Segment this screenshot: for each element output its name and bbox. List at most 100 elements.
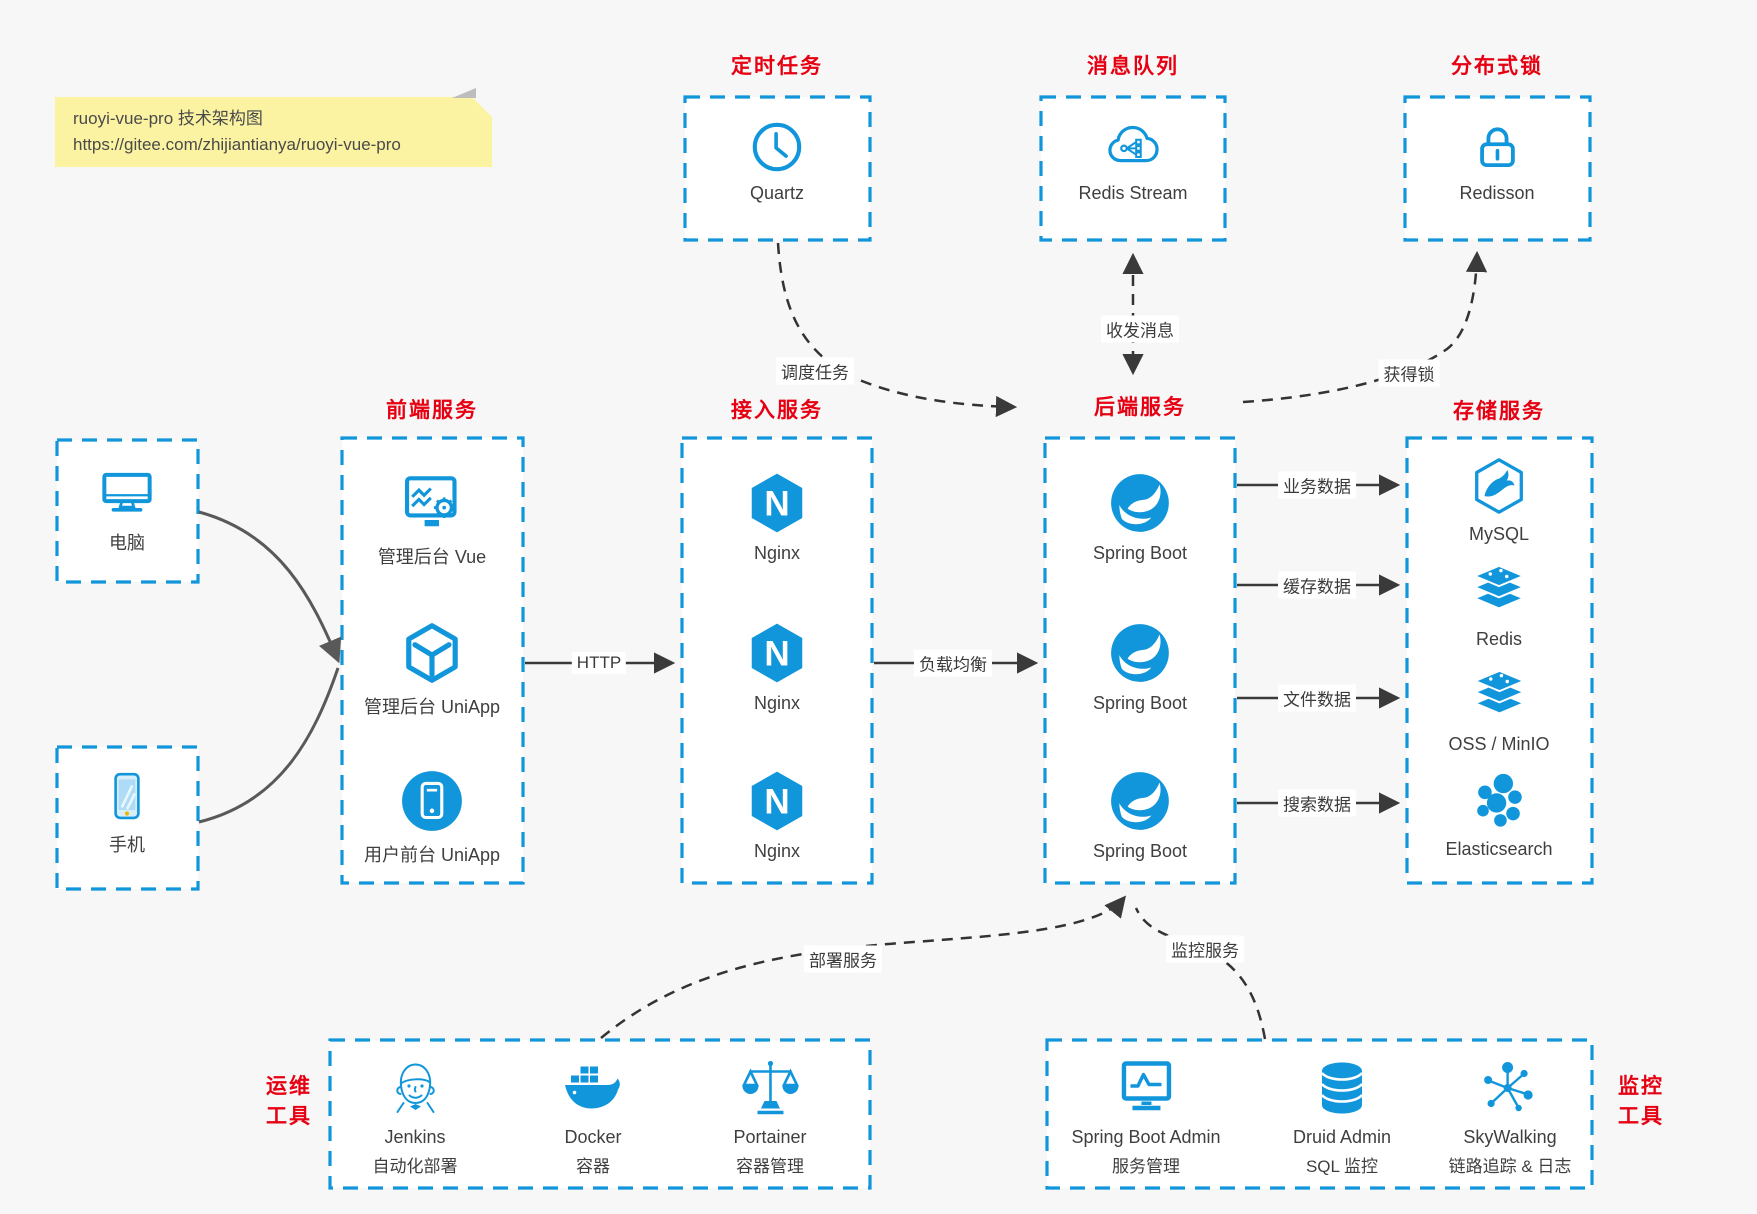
node-nginx-2: Nginx <box>744 620 810 714</box>
group-title-scheduled-task: 定时任务 <box>731 55 823 78</box>
jenkins-icon <box>383 1056 447 1120</box>
ops-title-line2: 工具 <box>266 1105 312 1128</box>
node-jenkins: Jenkins 自动化部署 <box>373 1056 458 1177</box>
node-docker: Docker 容器 <box>561 1056 625 1177</box>
node-pc: 电脑 <box>98 464 156 555</box>
node-label: Quartz <box>749 183 805 203</box>
node-label: Jenkins <box>384 1127 446 1147</box>
node-label: 管理后台 UniApp <box>363 697 501 717</box>
cloud-stream-icon <box>1104 118 1162 176</box>
node-redis-stream: Redis Stream <box>1078 118 1188 204</box>
node-sublabel: 容器管理 <box>735 1157 804 1176</box>
group-title-backend: 后端服务 <box>1094 396 1186 419</box>
node-admin-uniapp: 管理后台 UniApp <box>364 620 500 719</box>
spring-boot-icon <box>1107 470 1173 536</box>
node-spring-boot-admin: Spring Boot Admin 服务管理 <box>1071 1056 1221 1177</box>
portainer-icon <box>738 1056 802 1120</box>
sticky-note: ruoyi-vue-pro 技术架构图 https://gitee.com/zh… <box>55 97 492 167</box>
node-label: 管理后台 Vue <box>377 547 487 567</box>
node-sublabel: 自动化部署 <box>372 1157 458 1176</box>
node-redis: Redis <box>1468 560 1530 650</box>
node-label: SkyWalking <box>1463 1127 1557 1147</box>
edge-label-http: HTTP <box>571 652 627 674</box>
phone-circle-icon <box>399 768 465 834</box>
sticky-note-fold <box>452 88 476 98</box>
node-sublabel: SQL 监控 <box>1305 1157 1379 1176</box>
redis-icon <box>1468 560 1530 622</box>
nginx-icon <box>744 768 810 834</box>
node-admin-vue: 管理后台 Vue <box>378 470 486 569</box>
edge-label-search-data: 搜索数据 <box>1278 789 1356 817</box>
node-portainer: Portainer 容器管理 <box>733 1056 807 1177</box>
mobile-icon <box>99 768 155 824</box>
message-queue-box <box>1039 95 1227 242</box>
elasticsearch-icon <box>1468 770 1530 832</box>
node-sublabel: 链路追踪 & 日志 <box>1448 1157 1572 1176</box>
monitor-title-line2: 工具 <box>1618 1105 1664 1128</box>
node-label: Druid Admin <box>1292 1127 1392 1147</box>
node-sublabel: 容器 <box>576 1157 610 1176</box>
edge-label-send-receive-message: 收发消息 <box>1101 315 1179 343</box>
node-quartz: Quartz <box>748 118 806 204</box>
druid-icon <box>1310 1056 1374 1120</box>
desktop-icon <box>98 464 156 522</box>
skywalking-icon <box>1478 1056 1542 1120</box>
pc-to-frontend-arrow <box>198 510 342 664</box>
clock-icon <box>748 118 806 176</box>
note-line1: ruoyi-vue-pro 技术架构图 <box>73 109 263 128</box>
node-label: Spring Boot <box>1092 693 1188 713</box>
client-arrows <box>198 510 342 824</box>
node-label: 用户前台 UniApp <box>363 845 501 865</box>
monitor-service-arrow <box>1134 907 1267 1040</box>
node-label: Nginx <box>753 841 801 861</box>
node-mysql: MySQL <box>1468 455 1530 545</box>
node-user-uniapp: 用户前台 UniApp <box>364 768 500 867</box>
node-sublabel: 服务管理 <box>1112 1157 1180 1176</box>
node-label: OSS / MinIO <box>1448 734 1550 754</box>
node-oss-minio: OSS / MinIO <box>1448 665 1550 755</box>
node-label: Elasticsearch <box>1445 839 1553 859</box>
edge-label-deploy-service: 部署服务 <box>804 945 882 973</box>
node-spring-boot-2: Spring Boot <box>1093 620 1187 714</box>
node-label: Redisson <box>1459 183 1535 203</box>
mysql-icon <box>1468 455 1530 517</box>
note-line2: https://gitee.com/zhijiantianya/ruoyi-vu… <box>73 135 401 154</box>
schedule-task-arrow <box>776 242 1018 418</box>
group-title-access: 接入服务 <box>731 399 823 422</box>
node-label: Nginx <box>753 543 801 563</box>
node-elasticsearch: Elasticsearch <box>1445 770 1553 860</box>
node-nginx-1: Nginx <box>744 470 810 564</box>
mobile-to-frontend-arrow <box>198 667 340 824</box>
docker-icon <box>561 1056 625 1120</box>
group-title-message-queue: 消息队列 <box>1087 55 1179 78</box>
group-title-monitor-tools: 监控 工具 <box>1618 1072 1664 1132</box>
distributed-lock-box <box>1403 95 1592 242</box>
group-title-frontend: 前端服务 <box>386 399 478 422</box>
spring-boot-icon <box>1107 620 1173 686</box>
node-label: 手机 <box>109 835 145 855</box>
admin-vue-icon <box>399 470 465 536</box>
node-label: Portainer <box>733 1127 807 1147</box>
node-label: Redis Stream <box>1078 183 1188 203</box>
ops-title-line1: 运维 <box>266 1075 312 1098</box>
cube-icon <box>399 620 465 686</box>
edge-label-acquire-lock: 获得锁 <box>1378 359 1440 387</box>
node-skywalking: SkyWalking 链路追踪 & 日志 <box>1448 1056 1572 1177</box>
edge-label-schedule-task: 调度任务 <box>776 357 854 385</box>
group-title-ops-tools: 运维 工具 <box>266 1072 312 1132</box>
node-redisson: Redisson <box>1459 118 1535 204</box>
storage-stack-icon <box>1468 665 1530 727</box>
edge-label-load-balance: 负载均衡 <box>914 649 992 677</box>
node-mobile: 手机 <box>99 768 155 857</box>
spring-boot-icon <box>1107 768 1173 834</box>
acquire-lock-arrow <box>1242 250 1488 404</box>
edge-label-cache-data: 缓存数据 <box>1278 571 1356 599</box>
node-spring-boot-1: Spring Boot <box>1093 470 1187 564</box>
node-label: Docker <box>564 1127 622 1147</box>
lock-icon <box>1468 118 1526 176</box>
spring-boot-admin-icon <box>1114 1056 1178 1120</box>
monitor-title-line1: 监控 <box>1618 1075 1664 1098</box>
node-druid-admin: Druid Admin SQL 监控 <box>1293 1056 1391 1177</box>
group-title-storage: 存储服务 <box>1453 400 1545 423</box>
node-spring-boot-3: Spring Boot <box>1093 768 1187 862</box>
